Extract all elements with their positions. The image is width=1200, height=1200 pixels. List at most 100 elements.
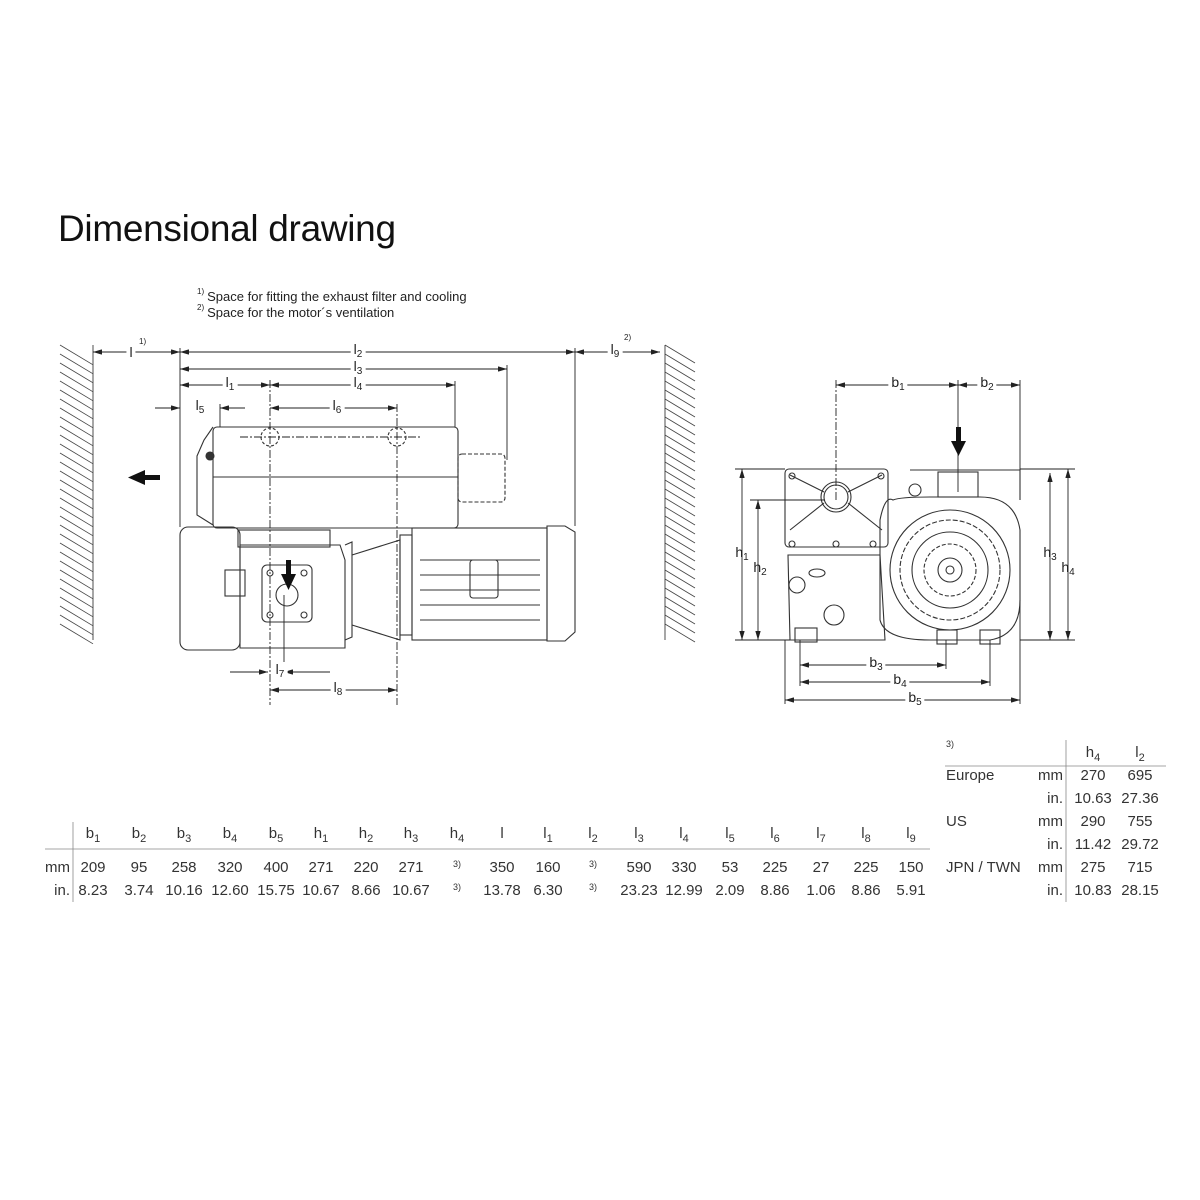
hatch-line xyxy=(664,623,696,643)
hatch-line xyxy=(59,569,94,591)
front-view-pump xyxy=(784,468,1021,645)
inlet-arrow-front xyxy=(951,427,966,456)
symbol: b xyxy=(222,825,232,842)
table-header-l6: l6 xyxy=(770,826,779,847)
region-name: US xyxy=(946,813,967,830)
table-cell: 350 xyxy=(489,859,515,876)
side-dim-label-l3: l3 xyxy=(350,359,366,379)
table-header-b4: b4 xyxy=(223,826,237,847)
symbol: l xyxy=(333,679,337,695)
hatch-line xyxy=(664,533,696,553)
hatch-line xyxy=(664,587,696,607)
exhaust-arrow xyxy=(128,470,160,485)
table-cell: 320 xyxy=(217,859,243,876)
footnote-mark-l: 1) xyxy=(139,337,147,346)
subscript: 5 xyxy=(916,697,922,708)
side-dim-label-l2: l2 xyxy=(350,342,366,362)
table-cell: 400 xyxy=(263,859,289,876)
subscript: 3 xyxy=(356,366,363,377)
hatch-line xyxy=(59,434,94,456)
symbol: l xyxy=(816,825,820,842)
table-cell: 209 xyxy=(80,859,106,876)
note-1: 1)Space for fitting the exhaust filter a… xyxy=(197,287,467,304)
table-header-l7: l7 xyxy=(816,826,825,847)
hatch-line xyxy=(59,596,94,618)
subscript: 4 xyxy=(356,382,363,393)
table-cell: 225 xyxy=(853,859,879,876)
hatch-line xyxy=(664,605,696,625)
subscript: 9 xyxy=(613,349,620,360)
hatch-line xyxy=(664,542,696,562)
hatch-line xyxy=(664,443,696,463)
symbol: l xyxy=(332,397,336,413)
region-cell: 10.63 xyxy=(1074,790,1112,807)
table-header-l5: l5 xyxy=(725,826,734,847)
region-cell: 27.36 xyxy=(1121,790,1159,807)
symbol: b xyxy=(176,825,186,842)
hatch-line xyxy=(59,614,94,636)
subscript: 4 xyxy=(901,679,907,690)
subscript: 1 xyxy=(228,382,235,393)
table-cell: 10.16 xyxy=(165,882,203,899)
subscript: 4 xyxy=(458,833,465,845)
footnote-mark-l9: 2) xyxy=(624,333,632,342)
hatch-line xyxy=(664,488,696,508)
table-header-b5: b5 xyxy=(269,826,283,847)
subscript: 3 xyxy=(185,833,192,845)
subscript: 1 xyxy=(743,552,749,563)
region-unit: mm xyxy=(1038,767,1063,784)
symbol: l xyxy=(725,825,729,842)
side-view-pump xyxy=(179,426,576,651)
symbol: h xyxy=(1043,544,1052,560)
table-cell: 23.23 xyxy=(620,882,658,899)
footnote-ref: 3) xyxy=(452,882,462,892)
subscript: 5 xyxy=(198,405,205,416)
table-cell: 3) xyxy=(452,859,462,877)
hatch-line xyxy=(59,398,94,420)
subscript: 1 xyxy=(899,382,905,393)
symbol: l xyxy=(353,374,357,390)
hatch-line xyxy=(59,560,94,582)
table-cell: 590 xyxy=(626,859,652,876)
subscript: 7 xyxy=(278,669,285,680)
region-name: JPN / TWN xyxy=(946,859,1021,876)
table-header-h1: h1 xyxy=(314,826,328,847)
page-title: Dimensional drawing xyxy=(58,208,396,249)
side-dim-label-l6: l6 xyxy=(329,397,345,418)
subscript: 8 xyxy=(336,687,343,698)
side-dim-label-l: l xyxy=(126,345,136,359)
hatch-line xyxy=(59,344,94,366)
hatch-line xyxy=(664,389,696,409)
footnote-ref: 3) xyxy=(452,859,462,869)
hatch-line xyxy=(59,542,94,564)
inlet-arrow-side xyxy=(281,560,296,590)
table-cell: 10.67 xyxy=(392,882,430,899)
footnote-ref: 3) xyxy=(946,739,955,749)
table-cell: 6.30 xyxy=(533,882,563,899)
region-header-l2: l2 xyxy=(1135,745,1144,766)
table-cell: 2.09 xyxy=(715,882,745,899)
hatch-line xyxy=(664,506,696,526)
symbol: b xyxy=(891,374,900,390)
side-dim-label-l4: l4 xyxy=(350,374,366,395)
hatch-line xyxy=(664,470,696,490)
wall-hatching xyxy=(59,344,696,645)
table-cell: 8.86 xyxy=(851,882,881,899)
symbol: h xyxy=(1061,559,1070,575)
subscript: 7 xyxy=(819,833,826,845)
hatch-line xyxy=(664,344,696,364)
region-cell: 29.72 xyxy=(1121,836,1159,853)
hatch-line xyxy=(664,407,696,427)
region-unit: in. xyxy=(1047,836,1063,853)
hatch-line xyxy=(59,470,94,492)
subscript: 6 xyxy=(773,833,780,845)
region-cell: 290 xyxy=(1080,813,1106,830)
hatch-line xyxy=(664,524,696,544)
subscript: 4 xyxy=(682,833,689,845)
table-cell: 225 xyxy=(762,859,788,876)
subscript: 1 xyxy=(94,833,101,845)
subscript: 5 xyxy=(277,833,284,845)
subscript: 2 xyxy=(988,382,994,393)
symbol: b xyxy=(85,825,95,842)
